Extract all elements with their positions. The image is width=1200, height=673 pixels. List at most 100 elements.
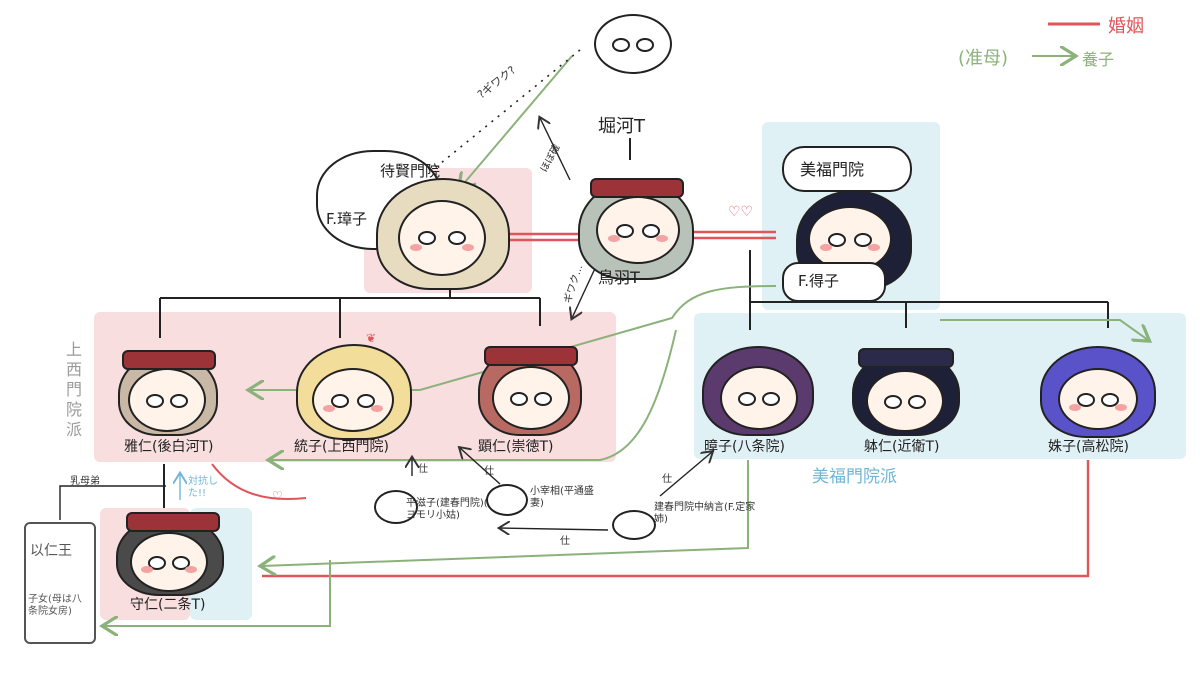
akihito-label: 顕仁(崇徳T) (478, 439, 554, 455)
ijin-label: 以仁王 (30, 543, 72, 559)
heart-icon: ♡♡ (728, 204, 753, 220)
toba-label: 鳥羽T (598, 268, 640, 287)
eye-icon (615, 223, 634, 238)
blush-mark (370, 404, 383, 412)
eye-icon (533, 392, 552, 406)
eye-icon (761, 392, 780, 406)
eye-icon (827, 232, 846, 247)
blush-mark (185, 566, 198, 574)
adopt-akiko-muneko (270, 329, 677, 460)
eye-icon (169, 394, 188, 408)
blush-mark (140, 566, 153, 574)
eye-icon (642, 223, 661, 238)
eye-icon (1101, 393, 1120, 408)
horikawa-label: 堀河T (598, 116, 645, 137)
eye-icon (612, 38, 631, 53)
narihito-label: 躰仁(近衛T) (864, 439, 940, 455)
tairano-label: 平滋子(建春門院)(キヨモリ小姑) (406, 498, 498, 521)
tokushi-label: F.得子 (798, 272, 839, 290)
legend-adoption-label: 養子 (1082, 50, 1115, 69)
toba-portrait (596, 196, 680, 264)
arrow-shi-4 (500, 528, 609, 530)
kosaisho-label: 小宰相(平通盛妻) (530, 486, 594, 509)
morihito-label: 守仁(二条T) (130, 597, 206, 613)
blush-mark (819, 243, 832, 251)
blush-mark (323, 404, 336, 412)
kosaisho-portrait (486, 484, 528, 516)
eye-icon (331, 394, 350, 408)
marriage-shoshi-toba (506, 232, 584, 242)
eye-icon (356, 394, 375, 408)
shoshi-portrait (398, 200, 486, 276)
eye-icon (510, 392, 529, 406)
masahito-label: 雅仁(後白河T) (124, 439, 214, 455)
adopt-akiko-morihito (262, 460, 749, 566)
eye-icon (148, 556, 167, 571)
arrow-toba-down (572, 261, 599, 318)
blush-mark (607, 235, 620, 243)
jomon-group-label: 上西門院派 (66, 340, 83, 439)
shi-label-3: 仕 (662, 474, 672, 485)
blush-mark (461, 243, 474, 251)
shoshi-children-line (159, 276, 541, 338)
horikawa-portrait (594, 14, 672, 74)
bifuku-group-label: 美福門院派 (812, 467, 897, 487)
dotted-line (429, 49, 581, 173)
eye-icon (146, 394, 165, 408)
eye-icon (447, 230, 466, 245)
blush-mark (1069, 403, 1082, 411)
adopt-tokushi-shushi (940, 319, 1148, 340)
akiko-label: 暲子(八条院) (704, 439, 785, 455)
eye-icon (738, 392, 757, 406)
narihito-portrait (866, 370, 944, 432)
taigaku-note: 対抗した!! (188, 476, 218, 499)
masahito-heart-line (211, 463, 307, 501)
shi-label-1: 仕 (418, 464, 428, 475)
shi-label-2: 仕 (484, 466, 494, 477)
legend-marriage-label: 婚姻 (1108, 16, 1144, 37)
eye-icon (884, 395, 903, 410)
kenshun-portrait (612, 510, 656, 540)
blush-mark (1114, 403, 1127, 411)
toba-hat (590, 178, 684, 198)
akihito-hat (484, 346, 578, 366)
milk-brother-note: 乳母弟 (70, 476, 100, 487)
morihito-portrait (130, 532, 208, 592)
bifuku-bubble-label: 美福門院 (800, 160, 865, 179)
marriage-shushi-morihito (262, 460, 1090, 578)
heart-icon-2: ❦ (366, 331, 376, 345)
masahito-portrait (128, 368, 206, 432)
blush-mark (868, 243, 881, 251)
shushi-portrait (1058, 368, 1138, 430)
narihito-hat (858, 348, 954, 368)
eye-icon (907, 395, 926, 410)
marriage-toba-tokushi (686, 230, 776, 240)
shushi-label: 姝子(高松院) (1048, 439, 1129, 455)
blush-mark (656, 235, 669, 243)
akihito-portrait (492, 366, 570, 430)
shi-label-4: 仕 (560, 536, 570, 547)
adopt-jiken-line (460, 55, 573, 188)
kenshun-label: 建春門院中納言(F.定家姉) (654, 502, 756, 525)
tokushi-children-line (749, 250, 1109, 330)
ijin-child-label: 子女(母は八条院女房) (28, 594, 82, 617)
morihito-hat (126, 512, 220, 532)
eye-icon (854, 232, 873, 247)
adopt-ijin-line (104, 560, 331, 626)
bifuku-speech-bubble (782, 146, 912, 192)
tairano-portrait (374, 490, 418, 524)
muneko-label: 統子(上西門院) (294, 439, 389, 455)
arrow-shi-2 (460, 448, 501, 485)
blush-mark (410, 243, 423, 251)
eye-icon (418, 230, 437, 245)
shoshi-label: F.璋子 (326, 210, 367, 228)
masahito-hat (122, 350, 216, 370)
muneko-portrait (312, 368, 394, 432)
arrow-toba-up (540, 118, 571, 181)
eye-icon (635, 38, 654, 53)
adopt-tokushi-akihito (250, 285, 777, 390)
eye-icon (1076, 393, 1095, 408)
legend-adoption-prefix: (准母) (958, 48, 1009, 69)
